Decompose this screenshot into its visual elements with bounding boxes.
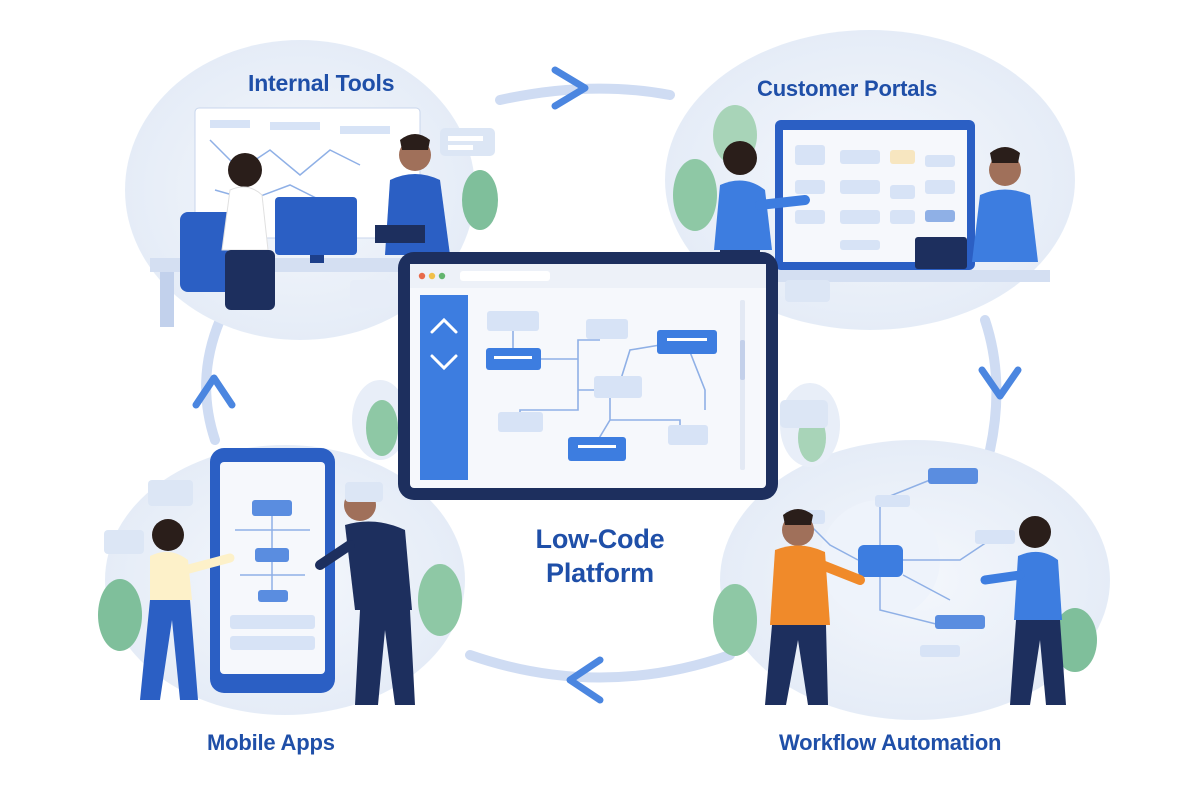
node-internal-tools [125, 40, 498, 340]
node-label-workflow-automation: Workflow Automation [779, 730, 1002, 755]
leaf-icon [462, 170, 498, 230]
node-mobile-apps [98, 445, 465, 715]
laptop-icon [915, 237, 967, 269]
cycle-arrow-icon [551, 66, 589, 110]
central-tablet [352, 252, 840, 500]
node-label-mobile-apps: Mobile Apps [207, 730, 335, 755]
cycle-arrow-left [201, 315, 225, 445]
editor-sidebar [420, 295, 468, 480]
leaf-icon [98, 579, 142, 651]
cycle-arrows [192, 66, 1022, 704]
node-workflow-automation [713, 440, 1110, 720]
leaf-icon [1053, 608, 1097, 672]
node-label-internal-tools: Internal Tools [248, 70, 395, 96]
cycle-arrow-icon [978, 366, 1022, 400]
cycle-arrow-icon [566, 656, 604, 704]
node-label-customer-portals: Customer Portals [757, 76, 938, 101]
leaf-icon [366, 400, 398, 456]
leaf-icon [673, 159, 717, 231]
orange-shirt [770, 545, 830, 625]
cycle-arrow-right [980, 315, 1002, 455]
cycle-arrow-icon [192, 374, 236, 409]
leaf-icon [418, 564, 462, 636]
chevron-down-icon [430, 354, 458, 371]
cycle-arrow-bottom [465, 650, 735, 683]
monitor-icon [275, 197, 357, 255]
chevron-up-icon [430, 317, 458, 334]
leaf-icon [713, 584, 757, 656]
center-title: Low-Code Platform [535, 524, 665, 588]
